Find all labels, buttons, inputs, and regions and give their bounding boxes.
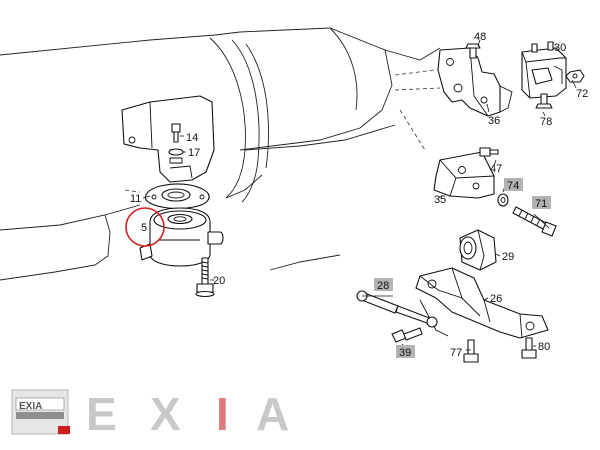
rubber-mount-30 xyxy=(521,41,567,99)
callout-26[interactable]: 26 xyxy=(490,293,502,305)
callout-29[interactable]: 29 xyxy=(502,251,514,263)
bolt-71 xyxy=(512,206,557,237)
callout-80[interactable]: 80 xyxy=(538,341,550,353)
callout-17[interactable]: 17 xyxy=(188,147,200,159)
callout-35[interactable]: 35 xyxy=(434,194,446,206)
engine-mount-5 xyxy=(139,207,224,267)
watermark-letter-x: X xyxy=(150,388,181,440)
highlight-box-71 xyxy=(532,196,551,209)
watermark: EXIA E X I A xyxy=(11,388,289,440)
bolt-77 xyxy=(463,339,479,363)
callout-72[interactable]: 72 xyxy=(576,88,588,100)
callout-11[interactable]: 11 xyxy=(130,193,141,205)
callout-47[interactable]: 47 xyxy=(490,163,502,175)
left-mounting-bracket xyxy=(121,95,215,183)
bolt-78 xyxy=(535,93,553,109)
callout-48[interactable]: 48 xyxy=(474,31,486,43)
highlight-box-28 xyxy=(374,278,393,291)
callout-78[interactable]: 78 xyxy=(540,116,552,128)
callout-74[interactable]: 74 xyxy=(507,180,519,192)
callout-30[interactable]: 30 xyxy=(554,42,566,54)
leader-lines xyxy=(142,39,577,351)
crossmember-26 xyxy=(415,267,549,339)
washer-74 xyxy=(497,193,509,207)
highlight-box-39 xyxy=(396,345,415,358)
watermark-badge-text: EXIA xyxy=(19,401,42,412)
bracket-35 xyxy=(433,151,495,199)
watermark-letter-i: I xyxy=(216,388,229,440)
bolt-39 xyxy=(391,327,423,343)
callout-39[interactable]: 39 xyxy=(399,347,411,359)
bracket-36 xyxy=(437,47,513,117)
callout-20[interactable]: 20 xyxy=(213,275,225,287)
callout-5[interactable]: 5 xyxy=(141,222,147,234)
transmission-housing xyxy=(0,27,441,281)
damper-28 xyxy=(356,290,438,328)
watermark-letter-e: E xyxy=(86,388,117,440)
watermark-badge: EXIA xyxy=(11,389,70,435)
callout-71[interactable]: 71 xyxy=(535,198,547,210)
selection-ring xyxy=(125,207,165,247)
bolt-48 xyxy=(465,43,481,59)
bushing-29 xyxy=(459,229,497,271)
highlight-box-74 xyxy=(504,178,523,191)
callout-36[interactable]: 36 xyxy=(488,115,500,127)
mount-plate-11 xyxy=(144,183,210,210)
watermark-letter-a: A xyxy=(256,388,289,440)
bolt-47 xyxy=(479,147,499,157)
bolt-14 xyxy=(171,123,181,143)
nut-72 xyxy=(565,69,585,83)
callout-77[interactable]: 77 xyxy=(450,347,462,359)
bolt-20 xyxy=(195,257,215,298)
bolt-80 xyxy=(521,337,537,359)
callout-14[interactable]: 14 xyxy=(186,132,198,144)
callout-28[interactable]: 28 xyxy=(377,280,389,292)
